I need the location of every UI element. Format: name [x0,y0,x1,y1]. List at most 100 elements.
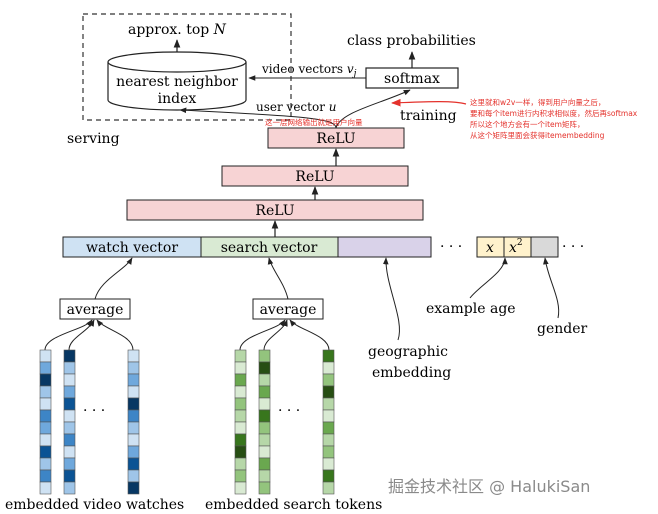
geographic-vector [337,236,432,258]
search-dots: · · · [278,403,300,419]
video-embedding-cell [39,397,52,411]
video-embedding-cell [127,421,140,435]
user-vector-to-index-arrow [179,107,337,129]
input-ellipsis-2: · · · [562,239,584,255]
serving-box [82,13,292,121]
search-embedding-cell [322,385,335,399]
red-annotation-note: 这里就和w2v一样，得到用户向量之后， 要和每个item进行内积求相似度，然后再… [470,97,638,140]
video-embedding-cell [39,373,52,387]
search-embedding-cell [322,349,335,363]
video-embedding-cell [63,373,76,387]
input-ellipsis: · · · [440,239,462,255]
video-embedding-cell [39,385,52,399]
video-embedding-cell [63,469,76,483]
video-embedding-cell [63,481,76,495]
video-embedding-cell [127,397,140,411]
search-embedding-cell [322,445,335,459]
class-probabilities-label: class probabilities [347,33,476,49]
search-embedding-cell [258,409,271,423]
user-vector-label: user vector u [256,100,337,114]
video-embedding-cell [63,361,76,375]
watch-vector-label: watch vector [86,240,178,256]
video-embedding-cell [63,409,76,423]
example-age-label: example age [426,301,516,317]
training-label: training [400,108,457,124]
serving-title: approx. top N [128,22,227,38]
search-embedding-cell [322,433,335,447]
search-embedding-cell [234,409,247,423]
search-embedding-cell [322,397,335,411]
relu-label-2: ReLU [295,169,334,185]
serving-label: serving [67,131,120,147]
search-embedding-cell [234,349,247,363]
search-embedding-cell [322,421,335,435]
softmax-label: softmax [384,71,440,87]
search-embedding-cell [234,385,247,399]
search-embedding-column-2 [258,349,271,495]
video-embedding-cell [63,433,76,447]
user-vector-to-softmax-arrow [335,89,411,129]
average-label-search: average [260,302,317,318]
video-embedding-cell [39,481,52,495]
search-embedding-cell [258,445,271,459]
embedded-video-watches-label: embedded video watches [5,497,184,513]
search-fan-in [239,319,330,351]
relu-layer-2 [221,165,409,187]
search-embedding-cell [258,361,271,375]
red-note-line-1: 这里就和w2v一样，得到用户向量之后， [470,97,605,107]
geographic-label-line1: geographic [368,344,448,360]
search-vector-label: search vector [221,240,318,256]
video-embedding-cell [127,481,140,495]
video-embedding-cell [39,445,52,459]
search-embedding-cell [322,409,335,423]
relu-layer-1 [126,199,424,221]
average-to-search-arrow [267,257,289,300]
watermark: 掘金技术社区 @ HalukiSan [388,477,590,496]
video-embedding-column-2 [63,349,76,495]
gender-arrow [543,257,560,319]
relu-label-1: ReLU [255,203,294,219]
search-embedding-cell [258,421,271,435]
search-embedding-cell [258,385,271,399]
embedded-video-watches-columns [39,349,140,495]
red-annotation-arrow [391,98,467,107]
video-embedding-cell [39,433,52,447]
search-embedding-cell [258,397,271,411]
nearest-neighbor-index: nearest neighbor index [107,51,247,111]
search-embedding-cell [234,361,247,375]
age-x2-label: x2 [509,238,523,256]
video-embedding-cell [127,361,140,375]
search-embedding-cell [322,457,335,471]
search-embedding-column-1 [234,349,247,495]
video-embedding-cell [127,433,140,447]
search-embedding-cell [258,373,271,387]
search-embedding-cell [258,433,271,447]
video-embedding-cell [63,385,76,399]
search-embedding-cell [258,481,271,495]
video-embedding-cell [127,445,140,459]
search-embedding-cell [234,433,247,447]
video-embedding-cell [127,409,140,423]
search-embedding-cell [258,469,271,483]
search-embedding-cell [234,469,247,483]
search-embedding-cell [234,373,247,387]
red-note-line-2: 要和每个item进行内积求相似度，然后再softmax [470,108,638,118]
embedded-search-tokens-label: embedded search tokens [205,497,382,513]
age-x-label: x [486,240,494,256]
search-embedding-cell [258,349,271,363]
relu-label-3: ReLU [316,131,355,147]
video-embedding-cell [39,361,52,375]
index-label-line2: index [158,91,197,107]
relu-layer-3 [267,127,405,149]
red-note-line-3: 所以这个地方会有一个item矩阵， [470,119,584,129]
video-embedding-cell [63,397,76,411]
search-embedding-cell [322,469,335,483]
video-vectors-label: video vectors vj [261,62,357,79]
average-to-watch-arrow [94,257,133,300]
video-embedding-cell [39,421,52,435]
search-embedding-cell [234,397,247,411]
red-note-line-4: 从这个矩阵里面会获得itemembedding [470,130,605,140]
geographic-label-line2: embedding [372,365,451,381]
gender-cell [530,236,559,258]
